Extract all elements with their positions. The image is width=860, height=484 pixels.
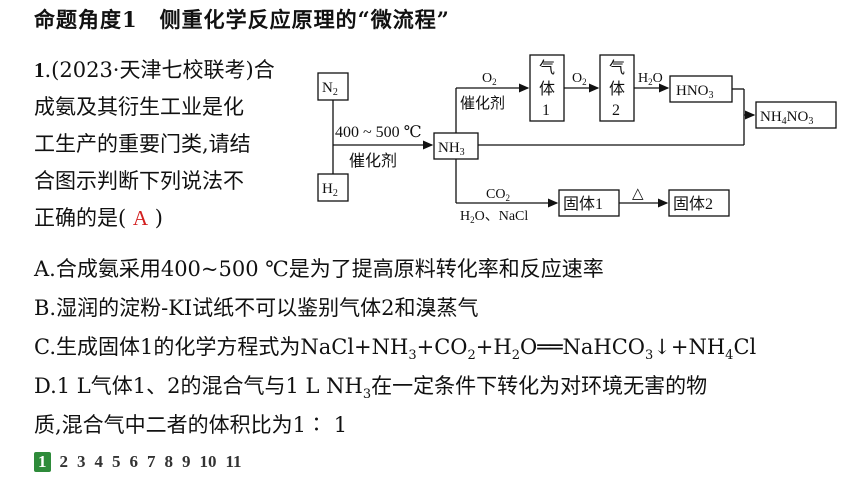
catalyst-label-2: 催化剂 — [460, 95, 505, 112]
solid1-label: 固体1 — [563, 195, 603, 213]
o2-label-2: O2 — [572, 71, 587, 87]
answer-mark: A — [132, 206, 149, 230]
pager-item[interactable]: 3 — [77, 452, 86, 471]
question-line-3: 工生产的重要门类,请结 — [34, 132, 251, 156]
option-c: C.生成固体1的化学方程式为NaCl+NH3+CO2+H2O══NaHCO3↓+… — [34, 335, 757, 364]
pager-item[interactable]: 2 — [59, 452, 69, 471]
h2o-label: H2O — [638, 71, 663, 87]
option-d-line1: D.1 L气体1、2的混合气与1 L NH3在一定条件下转化为对环境无害的物 — [34, 374, 708, 403]
option-b: B.湿润的淀粉-KI试纸不可以鉴别气体2和溴蒸气 — [34, 296, 479, 320]
question-line-1: 1.(2023·天津七校联考)合 — [34, 58, 275, 82]
solid2-box — [668, 189, 730, 217]
svg-text:1: 1 — [542, 102, 550, 119]
h2o-nacl-label: H2O、NaCl — [460, 209, 528, 225]
svg-text:气: 气 — [609, 59, 625, 77]
nh4no3-box — [755, 101, 837, 129]
svg-text:体: 体 — [539, 80, 555, 98]
question-line-2: 成氨及其衍生工业是化 — [34, 95, 244, 119]
co2-label: CO2 — [486, 187, 510, 203]
hno3-label: HNO3 — [676, 83, 714, 101]
pager-item[interactable]: 9 — [182, 452, 191, 471]
solid2-label: 固体2 — [673, 195, 713, 213]
question-line-5: 正确的是( A ) — [34, 206, 163, 230]
nh3-label: NH3 — [438, 140, 465, 158]
question-number: 1 — [34, 58, 45, 82]
o2-label: O2 — [482, 71, 497, 87]
heading-part2: 侧重化学反应原理的“微流程” — [159, 7, 450, 32]
catalyst-label: 催化剂 — [349, 152, 397, 170]
svg-text:体: 体 — [609, 80, 625, 98]
svg-text:2: 2 — [612, 102, 620, 119]
pager-item[interactable]: 6 — [129, 452, 139, 471]
pager-item[interactable]: 11 — [225, 452, 242, 471]
pager-item[interactable]: 7 — [147, 452, 156, 471]
question-source: .(2023·天津七校联考) — [44, 58, 254, 82]
h2-label: H2 — [322, 181, 338, 199]
pager-item[interactable]: 10 — [199, 452, 217, 471]
section-heading: 命题角度1 侧重化学反应原理的“微流程” — [34, 4, 450, 34]
pager-item[interactable]: 4 — [94, 452, 104, 471]
pager-item[interactable]: 1 — [34, 452, 51, 472]
svg-text:气: 气 — [539, 59, 555, 77]
option-d-line2: 质,混合气中二者的体积比为1∶ 1 — [34, 413, 348, 437]
heading-part1: 命题角度1 — [34, 7, 138, 32]
option-a: A.合成氨采用400~500 ℃是为了提高原料转化率和反应速率 — [34, 257, 604, 281]
pager-item[interactable]: 8 — [164, 452, 174, 471]
heat-symbol: △ — [632, 186, 644, 202]
question-line-4: 合图示判断下列说法不 — [34, 169, 244, 193]
reaction-conditions: 400 ~ 500 ℃ — [335, 124, 422, 141]
n2-label: N2 — [322, 80, 338, 98]
pager-item[interactable]: 5 — [112, 452, 121, 471]
nh4no3-label: NH4NO3 — [760, 109, 813, 127]
